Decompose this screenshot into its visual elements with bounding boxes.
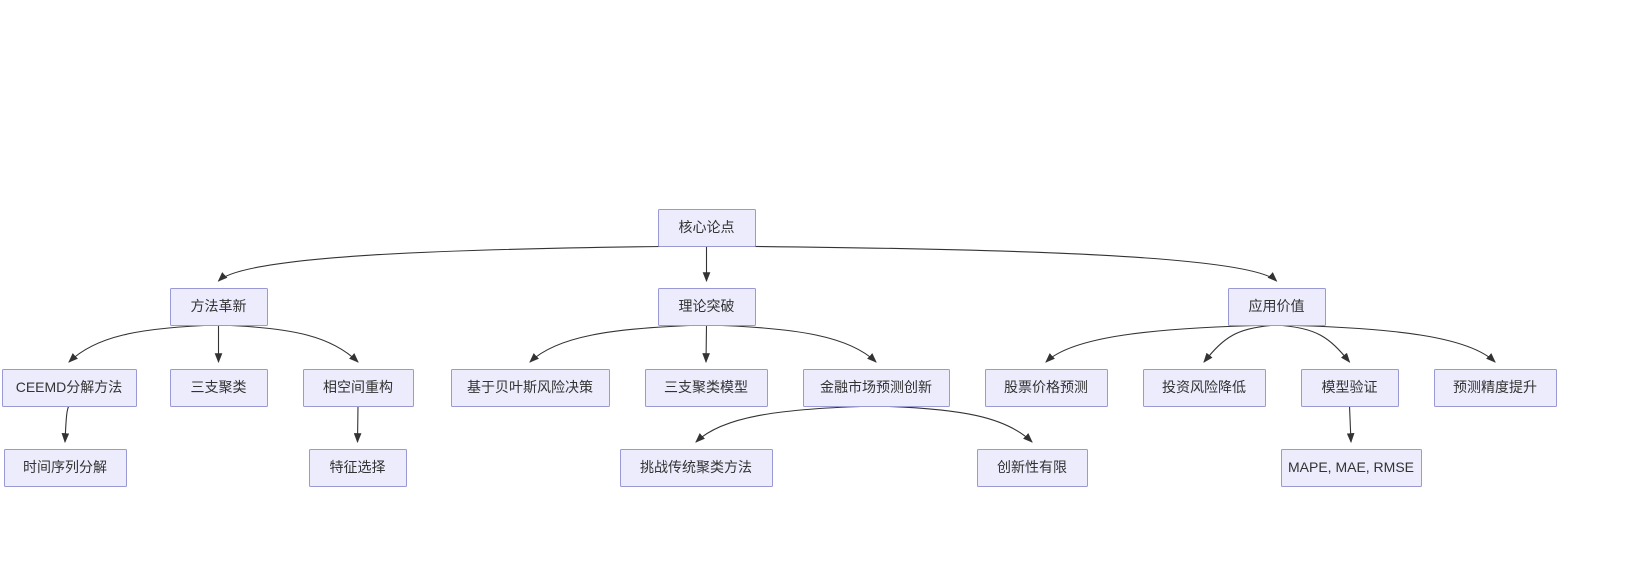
node-l2a[interactable]: CEEMD分解方法 bbox=[2, 369, 137, 407]
node-box-l2e bbox=[645, 369, 768, 407]
node-box-l3a bbox=[4, 449, 127, 487]
node-box-l3b bbox=[309, 449, 407, 487]
node-l1b[interactable]: 理论突破 bbox=[658, 288, 756, 326]
node-box-l2g bbox=[985, 369, 1108, 407]
node-box-root bbox=[658, 209, 756, 247]
node-label-l2h: 投资风险降低 bbox=[1162, 379, 1246, 395]
edge-l1c-to-l2i bbox=[1276, 324, 1351, 363]
edge-l2f-to-l3c bbox=[695, 405, 877, 443]
node-l2e[interactable]: 三支聚类模型 bbox=[645, 369, 768, 407]
node-box-l2c bbox=[303, 369, 414, 407]
node-label-l3e: MAPE, MAE, RMSE bbox=[1288, 459, 1414, 475]
node-l3b[interactable]: 特征选择 bbox=[309, 449, 407, 487]
edge-l1c-to-l2g bbox=[1045, 324, 1277, 363]
node-label-l2i: 模型验证 bbox=[1322, 379, 1378, 395]
node-l3d[interactable]: 创新性有限 bbox=[977, 449, 1088, 487]
edge-root-to-l1a bbox=[217, 245, 707, 282]
node-label-l2d: 基于贝叶斯风险决策 bbox=[467, 379, 593, 395]
node-label-l2b: 三支聚类 bbox=[191, 379, 247, 395]
node-label-l2j: 预测精度提升 bbox=[1453, 379, 1537, 395]
node-label-l2e: 三支聚类模型 bbox=[664, 379, 748, 395]
node-box-l1c bbox=[1228, 288, 1326, 326]
node-label-l1a: 方法革新 bbox=[191, 298, 247, 314]
edge-l2c-to-l3b bbox=[353, 405, 362, 444]
edge-l1a-to-l2c bbox=[218, 324, 359, 363]
node-l3e[interactable]: MAPE, MAE, RMSE bbox=[1281, 449, 1422, 487]
node-label-l2f: 金融市场预测创新 bbox=[820, 379, 932, 395]
node-box-l2i bbox=[1301, 369, 1399, 407]
node-label-l1c: 应用价值 bbox=[1249, 298, 1305, 314]
node-l2i[interactable]: 模型验证 bbox=[1301, 369, 1399, 407]
node-l2j[interactable]: 预测精度提升 bbox=[1434, 369, 1557, 407]
edge-l2f-to-l3d bbox=[875, 405, 1033, 443]
node-box-l3c bbox=[620, 449, 773, 487]
edge-l1b-to-l2d bbox=[529, 324, 707, 363]
node-box-l2a bbox=[2, 369, 137, 407]
node-label-l3a: 时间序列分解 bbox=[23, 459, 107, 475]
edge-l1c-to-l2h bbox=[1203, 324, 1277, 363]
node-label-l3d: 创新性有限 bbox=[997, 459, 1067, 475]
node-box-l2f bbox=[803, 369, 950, 407]
node-l1a[interactable]: 方法革新 bbox=[170, 288, 268, 326]
edge-layer bbox=[61, 245, 1496, 444]
node-label-l2g: 股票价格预测 bbox=[1004, 379, 1088, 395]
node-box-l2b bbox=[170, 369, 268, 407]
node-l2b[interactable]: 三支聚类 bbox=[170, 369, 268, 407]
node-label-l2a: CEEMD分解方法 bbox=[16, 379, 123, 395]
edge-l1b-to-l2e bbox=[702, 324, 710, 364]
node-l1c[interactable]: 应用价值 bbox=[1228, 288, 1326, 326]
node-label-l2c: 相空间重构 bbox=[323, 379, 393, 395]
node-l2g[interactable]: 股票价格预测 bbox=[985, 369, 1108, 407]
node-box-l2h bbox=[1143, 369, 1266, 407]
node-root[interactable]: 核心论点 bbox=[658, 209, 756, 247]
node-l2c[interactable]: 相空间重构 bbox=[303, 369, 414, 407]
node-label-l3c: 挑战传统聚类方法 bbox=[640, 459, 752, 475]
edge-l2i-to-l3e bbox=[1346, 405, 1355, 444]
node-l2d[interactable]: 基于贝叶斯风险决策 bbox=[451, 369, 610, 407]
node-l3a[interactable]: 时间序列分解 bbox=[4, 449, 127, 487]
node-box-l3d bbox=[977, 449, 1088, 487]
edge-l1a-to-l2a bbox=[68, 324, 219, 363]
edge-l2a-to-l3a bbox=[61, 405, 70, 444]
node-box-l1b bbox=[658, 288, 756, 326]
node-l2f[interactable]: 金融市场预测创新 bbox=[803, 369, 950, 407]
node-box-l2j bbox=[1434, 369, 1557, 407]
edge-l1c-to-l2j bbox=[1276, 324, 1496, 363]
edge-root-to-l1c bbox=[706, 245, 1278, 282]
node-label-l1b: 理论突破 bbox=[679, 298, 735, 314]
node-label-root: 核心论点 bbox=[679, 219, 735, 235]
node-l3c[interactable]: 挑战传统聚类方法 bbox=[620, 449, 773, 487]
node-box-l3e bbox=[1281, 449, 1422, 487]
node-label-l3b: 特征选择 bbox=[330, 459, 386, 475]
node-l2h[interactable]: 投资风险降低 bbox=[1143, 369, 1266, 407]
node-box-l1a bbox=[170, 288, 268, 326]
edge-l1b-to-l2f bbox=[706, 324, 877, 363]
node-box-l2d bbox=[451, 369, 610, 407]
